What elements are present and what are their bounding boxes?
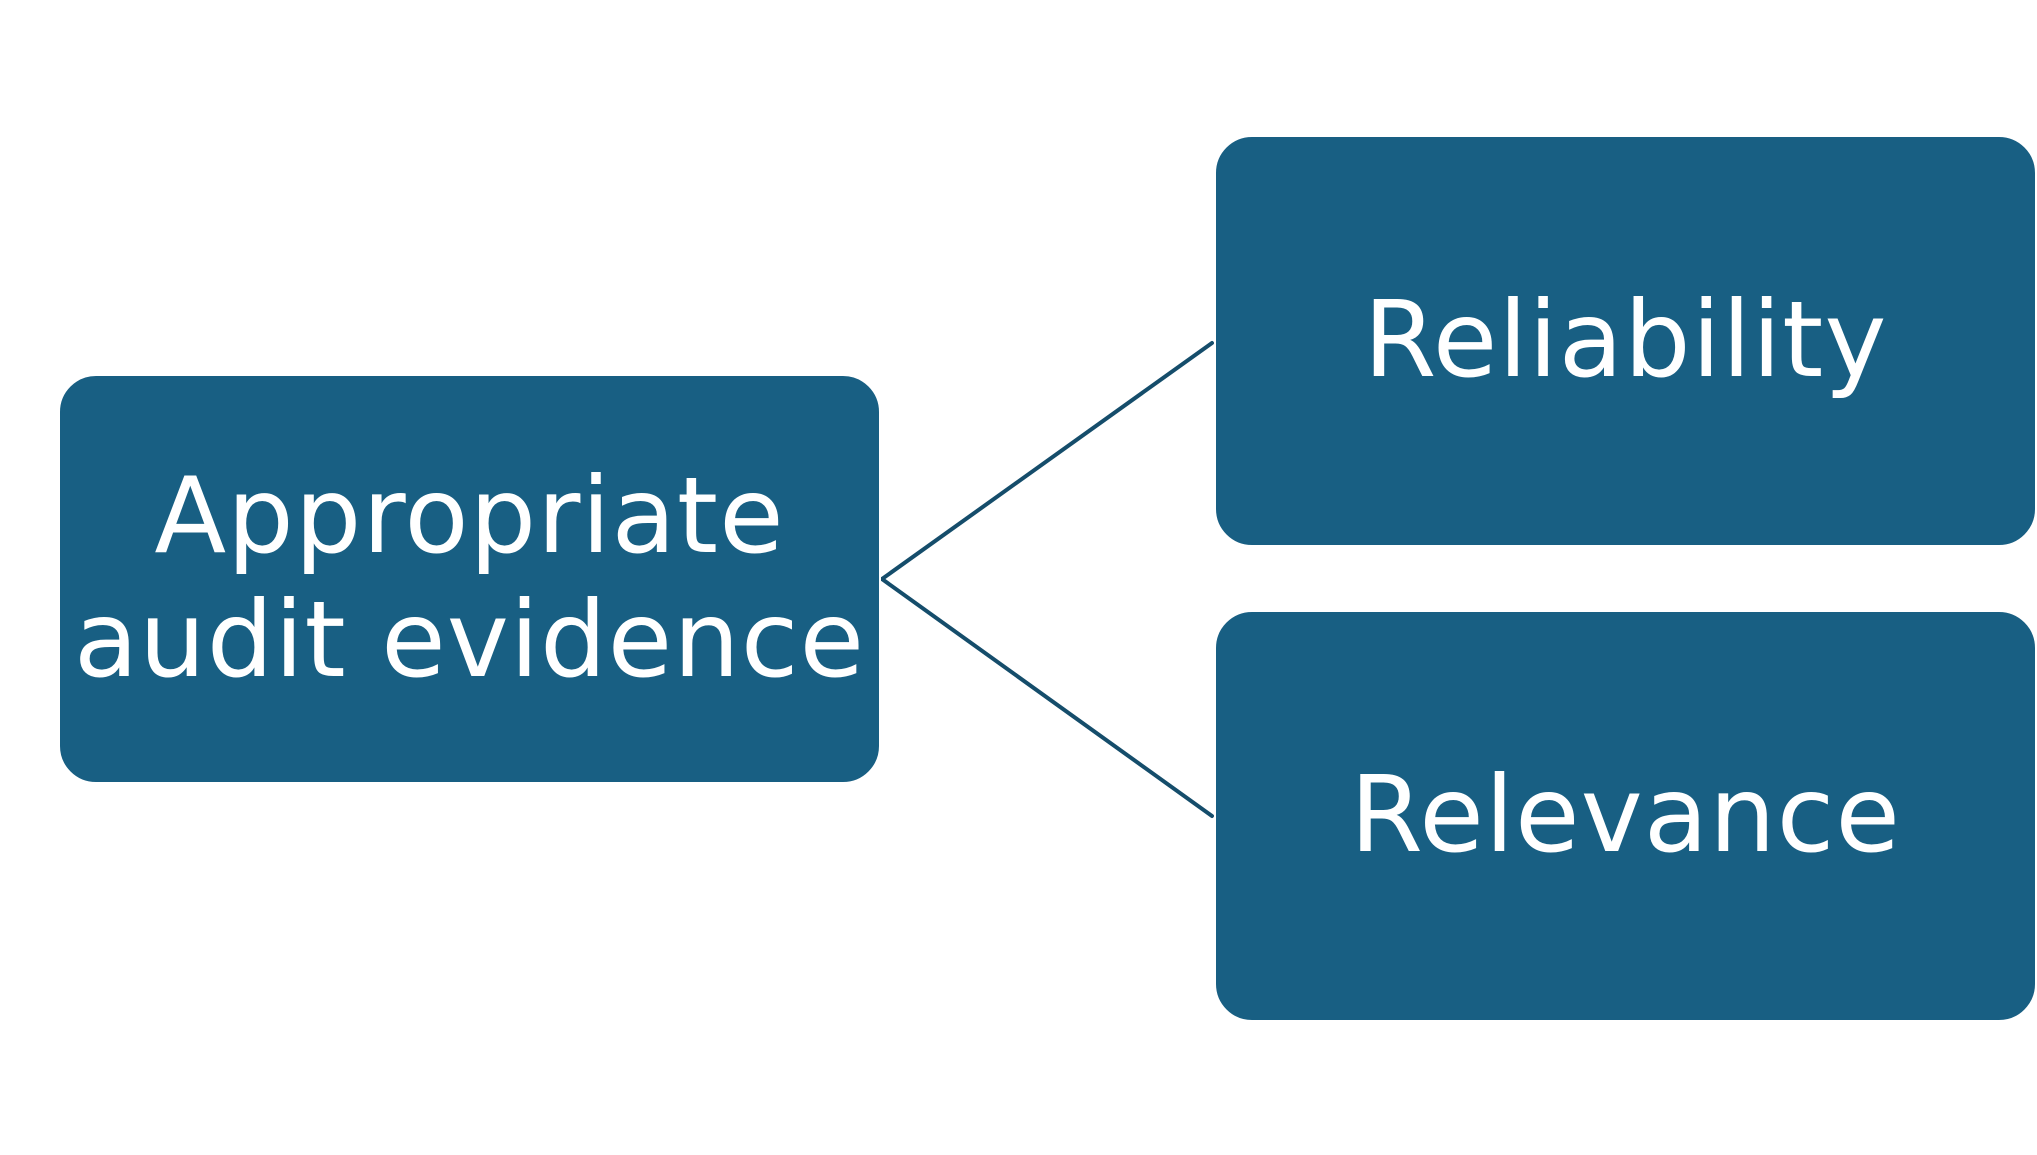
root-node-appropriate-audit-evidence: Appropriate audit evidence — [58, 374, 881, 784]
root-node-label: Appropriate audit evidence — [60, 455, 879, 703]
child-node-reliability-label: Reliability — [1363, 279, 1888, 402]
root-node-label-line-2: audit evidence — [73, 579, 866, 701]
root-node-label-line-1: Appropriate — [154, 455, 785, 578]
child-node-reliability: Reliability — [1214, 135, 2037, 547]
child-node-relevance: Relevance — [1214, 610, 2037, 1022]
child-node-relevance-label: Relevance — [1350, 754, 1901, 877]
connector-root-to-reliability — [880, 341, 1214, 581]
connector-root-to-relevance — [880, 577, 1214, 818]
